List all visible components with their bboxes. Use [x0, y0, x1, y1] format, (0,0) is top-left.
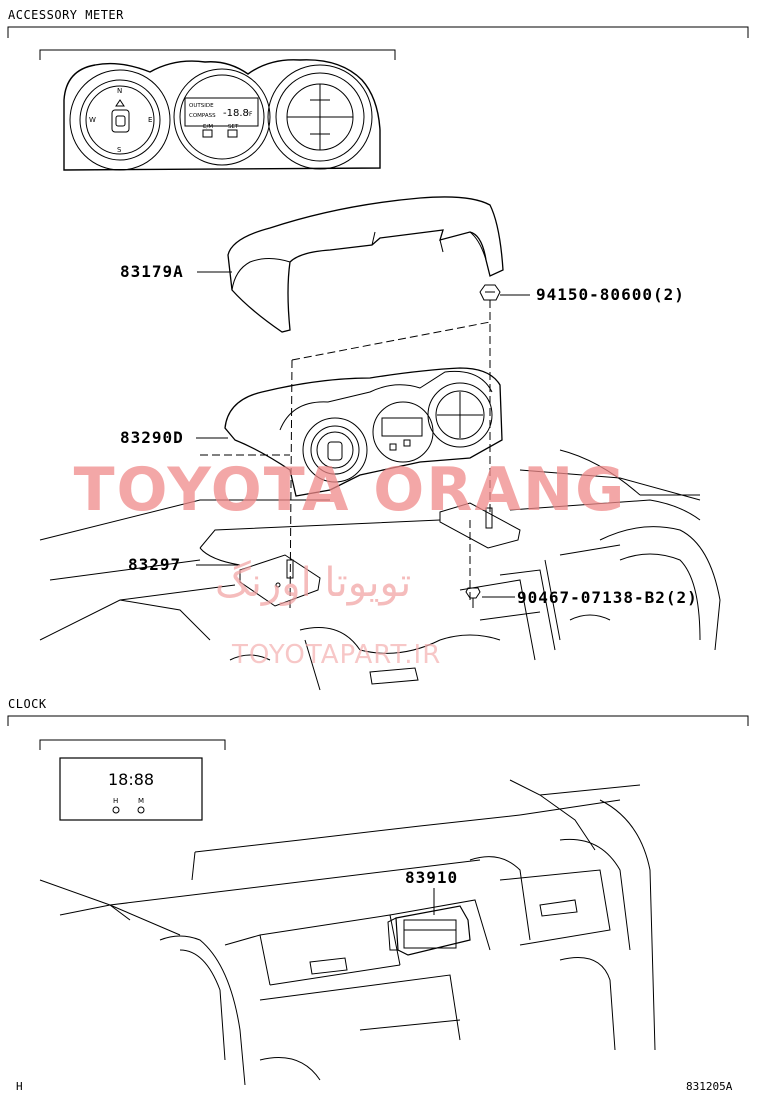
meter-cover-83179a [227, 196, 504, 333]
section-bracket-clock [7, 715, 749, 726]
watermark-url: TOYOTAPART.IR [232, 640, 442, 670]
watermark-brand: TOYOTA ORANG [73, 455, 627, 525]
section-title-clock: CLOCK [8, 697, 47, 711]
clip-94150 [479, 284, 501, 301]
meter-front-view [63, 59, 381, 171]
inset-bracket-meter [39, 49, 396, 60]
screw-90467 [465, 587, 481, 608]
btn-em-label: E/M [203, 124, 213, 130]
footer-left: H [16, 1080, 23, 1093]
section-bracket-top [7, 26, 749, 38]
label-94150-80600: 94150-80600(2) [536, 285, 685, 304]
compass-s: S [117, 146, 122, 154]
clock-btn-h: H [113, 797, 118, 805]
dashboard-top [39, 449, 721, 691]
meter-assembly-83290d [224, 367, 503, 497]
label-83297: 83297 [128, 555, 182, 574]
clock-front-view [59, 757, 203, 821]
compass-e: E [148, 116, 152, 124]
section-title-accessory-meter: ACCESSORY METER [8, 8, 124, 22]
display-line1: OUTSIDE [189, 103, 214, 109]
clock-time: 18:88 [108, 770, 154, 789]
dashboard-clock [39, 779, 656, 1086]
clock-unit-83910 [387, 905, 471, 956]
display-value: -18.8 [223, 108, 249, 119]
display-unit: °F [246, 111, 253, 118]
assembly-guides [200, 300, 491, 611]
inset-bracket-clock [39, 739, 226, 750]
label-83910: 83910 [405, 868, 459, 887]
footer-ref-code: 831205A [686, 1080, 733, 1093]
display-line2: COMPASS [189, 113, 216, 119]
watermark-persian: تویوتا اورنگ [215, 560, 412, 606]
label-83179a: 83179A [120, 262, 184, 281]
btn-set-label: SET [228, 124, 239, 130]
label-83290d: 83290D [120, 428, 184, 447]
clock-btn-m: M [138, 797, 144, 805]
compass-w: W [89, 116, 96, 124]
bracket-83297 [239, 502, 521, 607]
label-90467-07138-b2: 90467-07138-B2(2) [517, 588, 698, 607]
compass-n: N [117, 87, 122, 95]
